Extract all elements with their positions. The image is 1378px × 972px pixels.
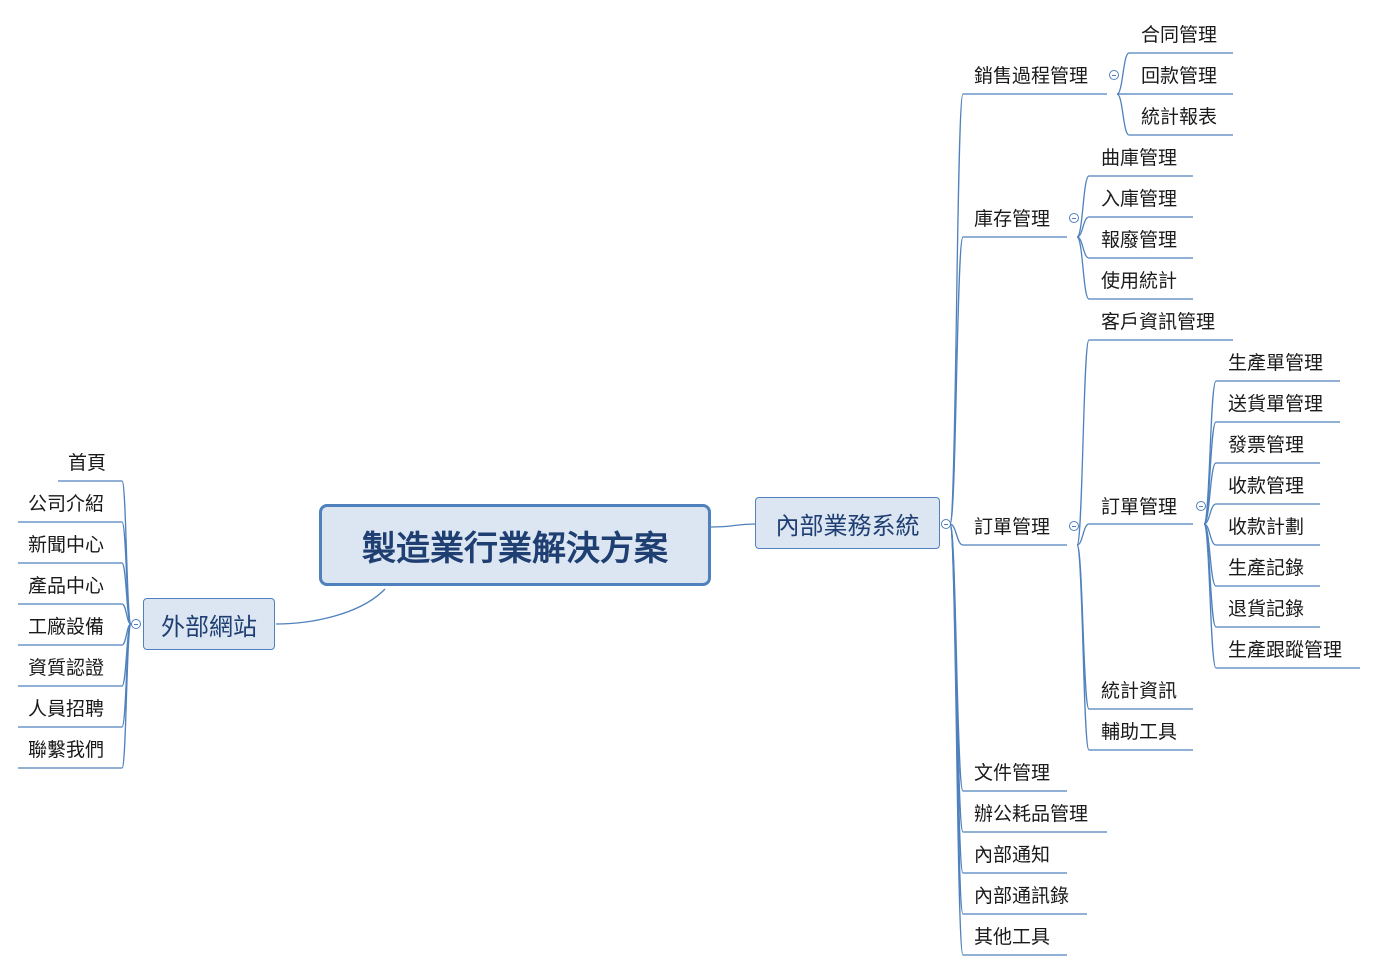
branch-line <box>1116 52 1130 95</box>
branch-line <box>710 523 756 528</box>
leaf-recruitment[interactable]: 人員招聘 <box>28 698 105 720</box>
branch-line <box>1203 462 1217 525</box>
branch-line <box>1076 216 1090 238</box>
topic-internal-notice[interactable]: 內部通知 <box>974 844 1051 866</box>
leaf-production-order[interactable]: 生產單管理 <box>1228 352 1324 374</box>
branch-line <box>1076 523 1090 546</box>
leaf-factory[interactable]: 工廠設備 <box>28 616 105 638</box>
branch-line <box>1203 421 1217 525</box>
leaf-products[interactable]: 產品中心 <box>28 575 105 597</box>
leaf-home[interactable]: 首頁 <box>68 452 107 474</box>
branch-line <box>949 523 964 956</box>
leaf-collection-plan[interactable]: 收款計劃 <box>1228 516 1305 538</box>
branch-line <box>949 236 964 525</box>
leaf-news[interactable]: 新聞中心 <box>28 534 105 556</box>
topic-inventory[interactable]: 庫存管理 <box>974 208 1051 230</box>
topic-office-supplies[interactable]: 辦公耗品管理 <box>974 803 1089 825</box>
leaf-report[interactable]: 統計報表 <box>1141 106 1218 128</box>
topic-order-management[interactable]: 訂單管理 <box>1101 496 1178 518</box>
leaf-payment-collection[interactable]: 回款管理 <box>1141 65 1218 87</box>
leaf-contract[interactable]: 合同管理 <box>1141 24 1218 46</box>
leaf-return-record[interactable]: 退貨記錄 <box>1228 598 1305 620</box>
branch-line <box>949 93 964 525</box>
branch-line <box>121 623 132 769</box>
leaf-certification[interactable]: 資質認證 <box>28 657 105 679</box>
collapse-toggle-icon[interactable] <box>941 519 951 529</box>
topic-other-tools[interactable]: 其他工具 <box>974 926 1051 948</box>
leaf-collection[interactable]: 收款管理 <box>1228 475 1305 497</box>
leaf-delivery-order[interactable]: 送貨單管理 <box>1228 393 1324 415</box>
leaf-outbound[interactable]: 曲庫管理 <box>1101 147 1178 169</box>
central-topic[interactable]: 製造業行業解決方案 <box>319 504 711 586</box>
topic-address-book[interactable]: 內部通訊錄 <box>974 885 1070 907</box>
branch-line <box>1203 503 1217 525</box>
topic-documents[interactable]: 文件管理 <box>974 762 1051 784</box>
branch-line <box>1076 175 1090 238</box>
leaf-production-tracking[interactable]: 生產跟蹤管理 <box>1228 639 1343 661</box>
branch-line <box>121 603 132 625</box>
leaf-contact[interactable]: 聯繫我們 <box>28 739 105 761</box>
collapse-toggle-icon[interactable] <box>1069 213 1079 223</box>
leaf-scrap[interactable]: 報廢管理 <box>1101 229 1178 251</box>
topic-internal-system[interactable]: 內部業務系統 <box>755 497 940 549</box>
branch-line <box>121 562 132 625</box>
topic-sales-process[interactable]: 銷售過程管理 <box>974 65 1089 87</box>
leaf-invoice[interactable]: 發票管理 <box>1228 434 1305 456</box>
leaf-production-record[interactable]: 生產記錄 <box>1228 557 1305 579</box>
collapse-toggle-icon[interactable] <box>1069 521 1079 531</box>
leaf-statistics[interactable]: 統計資訊 <box>1101 680 1178 702</box>
branch-line <box>275 588 386 625</box>
branch-line <box>1203 523 1217 669</box>
leaf-usage-stats[interactable]: 使用統計 <box>1101 270 1178 292</box>
branch-line <box>949 523 964 546</box>
leaf-inbound[interactable]: 入庫管理 <box>1101 188 1178 210</box>
collapse-toggle-icon[interactable] <box>1196 501 1206 511</box>
leaf-customer-info[interactable]: 客戶資訊管理 <box>1101 311 1216 333</box>
collapse-toggle-icon[interactable] <box>131 619 141 629</box>
branch-line <box>1116 93 1130 136</box>
leaf-company-intro[interactable]: 公司介紹 <box>28 493 105 515</box>
topic-orders[interactable]: 訂單管理 <box>974 516 1051 538</box>
collapse-toggle-icon[interactable] <box>1109 70 1119 80</box>
leaf-auxiliary-tools[interactable]: 輔助工具 <box>1101 721 1178 743</box>
branch-line <box>1076 236 1090 300</box>
branch-line <box>1203 523 1217 628</box>
branch-line <box>1076 339 1090 546</box>
topic-external-website[interactable]: 外部網站 <box>143 598 275 650</box>
branch-line <box>1203 380 1217 525</box>
branch-line <box>1076 544 1090 751</box>
branch-line <box>121 480 132 625</box>
